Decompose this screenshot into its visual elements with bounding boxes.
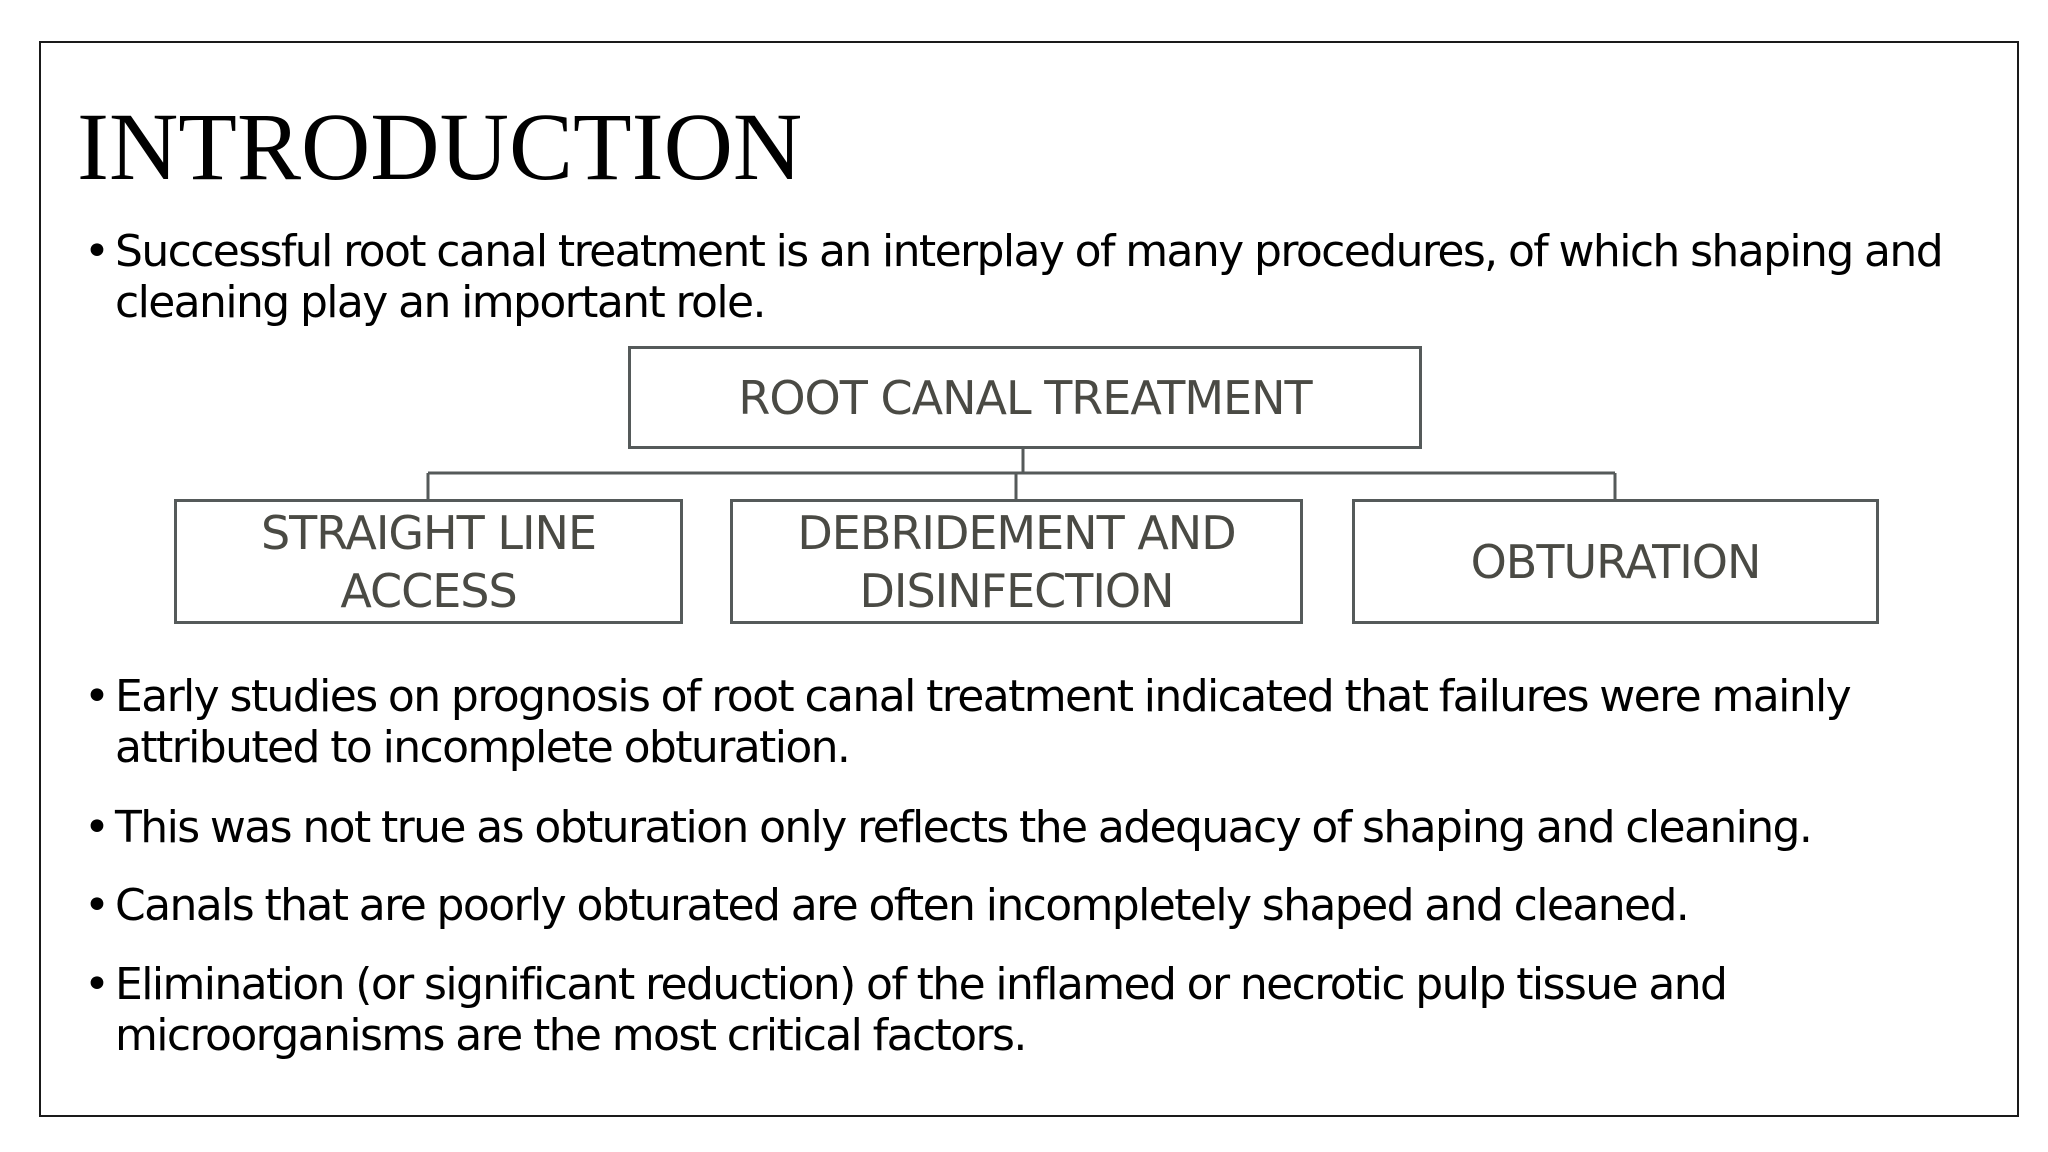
diagram-root-box: ROOT CANAL TREATMENT <box>628 346 1422 449</box>
diagram-child-label: STRAIGHT LINE ACCESS <box>260 505 597 618</box>
bullet-text: Early studies on prognosis of root canal… <box>115 671 1852 773</box>
bullet-item: • Early studies on prognosis of root can… <box>84 671 1964 773</box>
bullet-text: Canals that are poorly obturated are oft… <box>115 880 1690 931</box>
bullet-dot: • <box>84 959 110 1010</box>
bullet-item: • Canals that are poorly obturated are o… <box>84 880 1964 931</box>
diagram-child-label: DEBRIDEMENT AND DISINFECTION <box>797 505 1236 618</box>
bullet-dot: • <box>84 880 110 931</box>
diagram-child-box: DEBRIDEMENT AND DISINFECTION <box>730 499 1303 624</box>
slide-title: INTRODUCTION <box>77 93 803 200</box>
diagram-child-label: OBTURATION <box>1470 534 1762 589</box>
bullet-dot: • <box>84 226 110 277</box>
bullet-text: This was not true as obturation only ref… <box>115 802 1813 853</box>
bullet-item: • Successful root canal treatment is an … <box>84 226 1964 328</box>
diagram-root-label: ROOT CANAL TREATMENT <box>738 370 1312 425</box>
bullet-item: • This was not true as obturation only r… <box>84 802 1964 853</box>
diagram-child-box: STRAIGHT LINE ACCESS <box>174 499 683 624</box>
bullet-item: • Elimination (or significant reduction)… <box>84 959 1964 1061</box>
bullet-dot: • <box>84 802 110 853</box>
diagram-child-box: OBTURATION <box>1352 499 1879 624</box>
bullet-text: Successful root canal treatment is an in… <box>115 226 1944 328</box>
slide-frame <box>39 41 2019 1117</box>
bullet-dot: • <box>84 671 110 722</box>
bullet-text: Elimination (or significant reduction) o… <box>115 959 1728 1061</box>
